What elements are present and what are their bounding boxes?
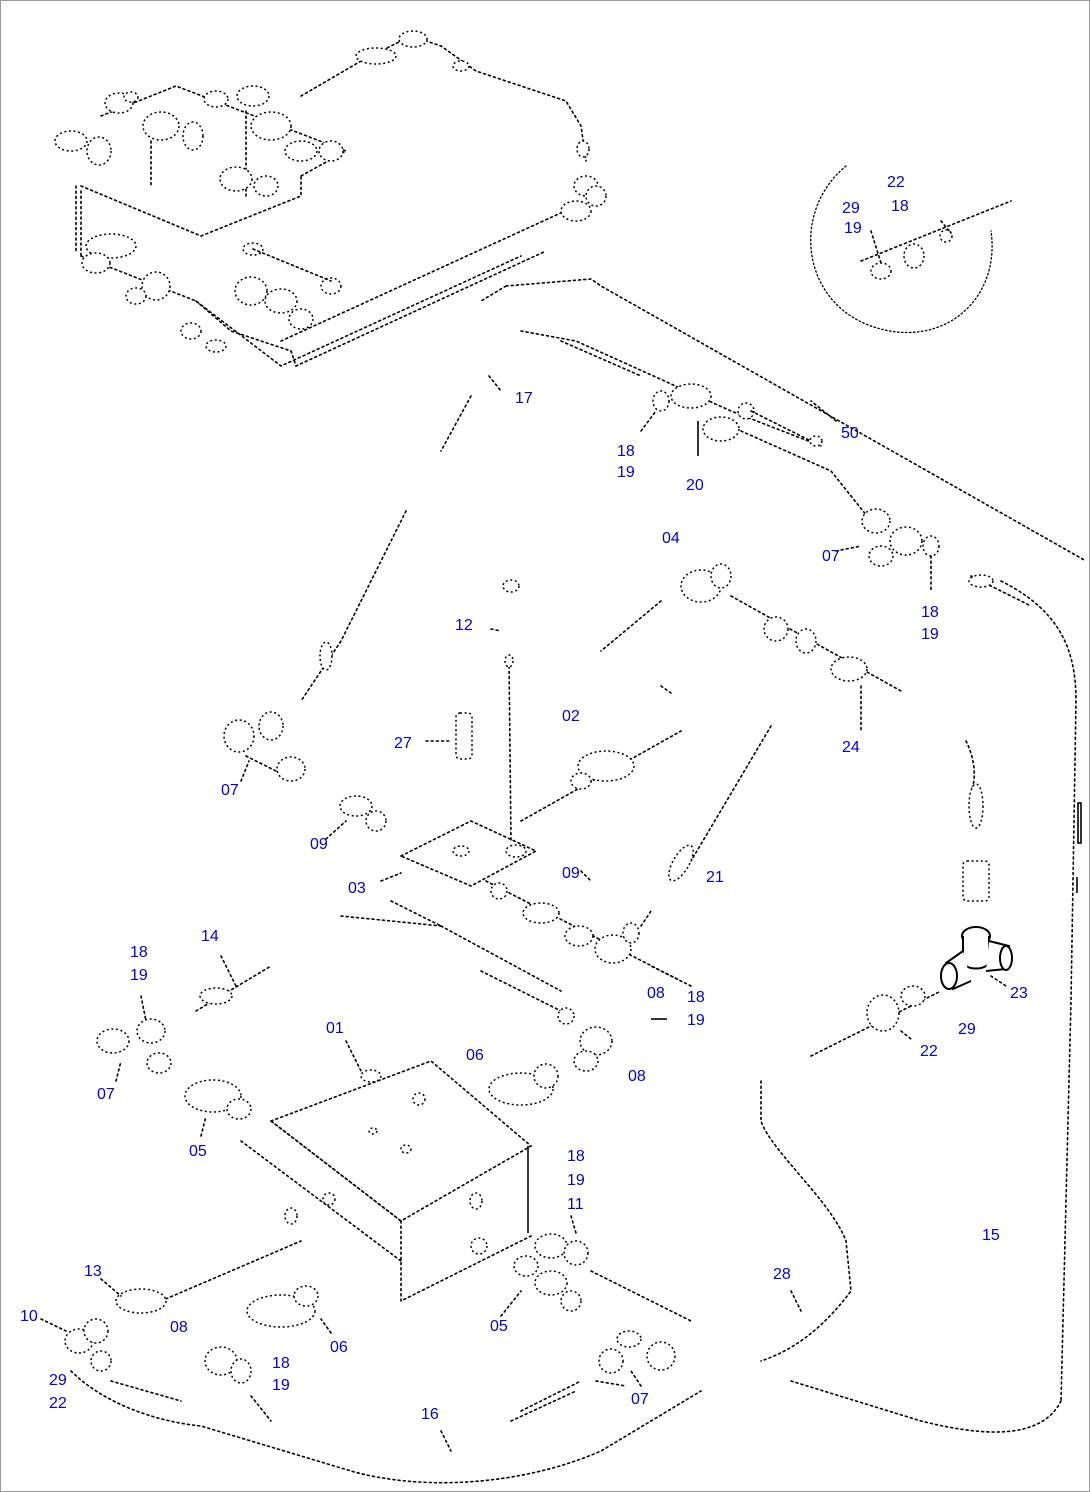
fitting-04-and-hose-24 <box>600 563 902 732</box>
fitting-07-left-mid <box>96 955 272 1120</box>
callout-07: 07 <box>631 1391 649 1408</box>
callout-22: 22 <box>887 174 905 191</box>
valve-block-01 <box>160 915 562 1303</box>
callout-07: 07 <box>822 548 840 565</box>
callout-09: 09 <box>310 836 328 853</box>
tee-23 <box>940 926 1013 991</box>
leader-lines <box>40 220 952 1387</box>
callout-28: 28 <box>773 1266 791 1283</box>
block-03 <box>380 820 538 927</box>
callout-18: 18 <box>130 944 148 961</box>
fitting-chain-09-08 <box>485 880 682 982</box>
part-21 <box>668 725 772 882</box>
callout-12: 12 <box>455 617 473 634</box>
callout-05: 05 <box>189 1143 207 1160</box>
callout-05: 05 <box>490 1318 508 1335</box>
part-12-and-stud <box>425 579 520 842</box>
callout-15: 15 <box>982 1227 1000 1244</box>
callout-50: 50 <box>841 425 859 442</box>
callout-08: 08 <box>647 985 665 1002</box>
callout-17: 17 <box>515 390 533 407</box>
callout-08: 08 <box>170 1319 188 1336</box>
callout-21: 21 <box>706 869 724 886</box>
callout-07: 07 <box>97 1086 115 1103</box>
callout-04: 04 <box>662 530 680 547</box>
part-02 <box>520 685 682 822</box>
callout-07: 07 <box>221 782 239 799</box>
callout-18: 18 <box>617 443 635 460</box>
fitting-07-left <box>223 711 387 832</box>
detail-view <box>810 165 1012 334</box>
callout-29: 29 <box>958 1021 976 1038</box>
callout-23: 23 <box>1010 985 1028 1002</box>
fitting-07-upper-right <box>861 508 1032 607</box>
main-tube-route <box>480 278 1087 1433</box>
callout-20: 20 <box>686 477 704 494</box>
tube-16 <box>70 1370 702 1484</box>
callout-08: 08 <box>628 1068 646 1085</box>
upper-valve-block-assembly <box>54 85 577 368</box>
callout-22: 22 <box>49 1395 67 1412</box>
callout-29: 29 <box>49 1372 67 1389</box>
callout-labels: 17 50 18 19 20 22 18 29 19 04 07 18 19 1… <box>20 174 1028 1423</box>
callout-19: 19 <box>272 1377 290 1394</box>
top-hose <box>300 30 607 222</box>
tee-23-assembly <box>810 740 1082 1057</box>
callout-11: 11 <box>567 1196 584 1213</box>
callout-06: 06 <box>466 1047 484 1064</box>
callout-27: 27 <box>394 735 412 752</box>
callout-18: 18 <box>567 1148 585 1165</box>
callout-19: 19 <box>130 967 148 984</box>
callout-13: 13 <box>84 1263 102 1280</box>
fitting-06-08-center <box>488 1007 667 1106</box>
callout-16: 16 <box>421 1406 439 1423</box>
callout-22: 22 <box>920 1043 938 1060</box>
callout-14: 14 <box>201 928 219 945</box>
callout-29: 29 <box>842 200 860 217</box>
callout-09: 09 <box>562 865 580 882</box>
callout-19: 19 <box>617 464 635 481</box>
callout-19: 19 <box>844 220 862 237</box>
callout-19: 19 <box>687 1012 705 1029</box>
callout-18: 18 <box>272 1355 290 1372</box>
callout-18: 18 <box>921 604 939 621</box>
callout-19: 19 <box>567 1172 585 1189</box>
fitting-group-lower-center <box>470 1233 692 1387</box>
callout-03: 03 <box>348 880 366 897</box>
callout-01: 01 <box>326 1020 344 1037</box>
callout-02: 02 <box>562 708 580 725</box>
fitting-group-bottom-left <box>64 1207 319 1422</box>
callout-18: 18 <box>891 198 909 215</box>
callout-18: 18 <box>687 989 705 1006</box>
tube-17 <box>300 395 472 702</box>
callout-06: 06 <box>330 1339 348 1356</box>
callout-24: 24 <box>842 739 860 756</box>
callout-10: 10 <box>20 1308 38 1325</box>
upper-fitting-group <box>560 340 823 456</box>
callout-19: 19 <box>921 626 939 643</box>
